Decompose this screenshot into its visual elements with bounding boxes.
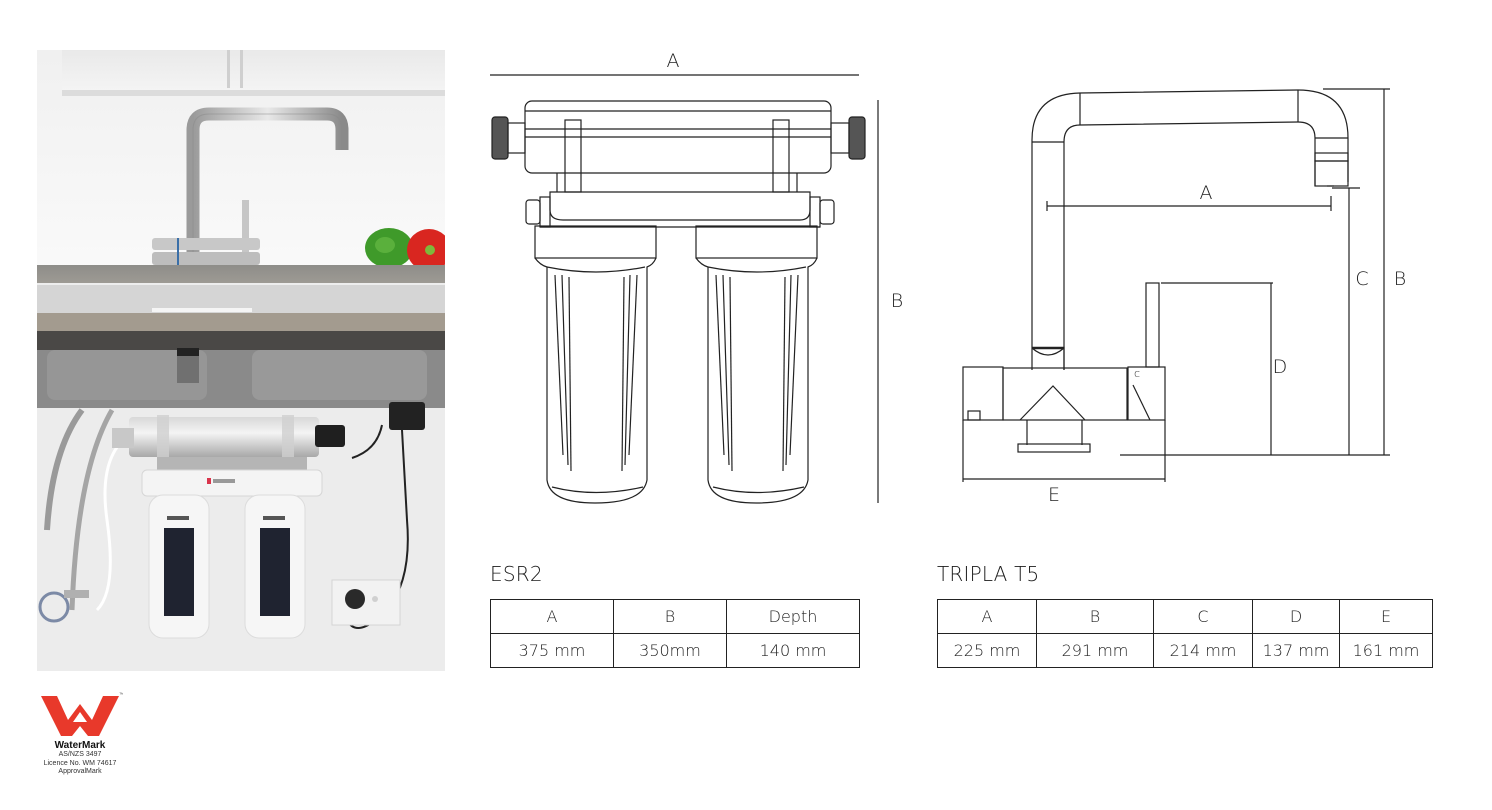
- table-header-cell: A: [490, 599, 614, 634]
- table-cell: 350mm: [613, 633, 727, 668]
- dimension-label-c: C: [1355, 268, 1368, 290]
- watermark-approval: ApprovalMark: [58, 768, 102, 775]
- table-row: 375 mm 350mm 140 mm: [490, 633, 860, 668]
- table-cell: 137 mm: [1252, 633, 1340, 668]
- product-photo: [37, 50, 445, 671]
- dimension-label-a: A: [1200, 182, 1213, 204]
- dimension-label-d: D: [1273, 356, 1288, 378]
- tripla-t5-spec-table: A B C D E 225 mm 291 mm 214 mm 137 mm 16…: [937, 599, 1433, 668]
- esr2-spec-table: A B Depth 375 mm 350mm 140 mm: [490, 599, 860, 668]
- esr2-title: ESR2: [490, 562, 543, 586]
- table-cell: 225 mm: [937, 633, 1037, 668]
- watermark-licence: Licence No. WM 74617: [43, 759, 117, 767]
- table-cell: 161 mm: [1339, 633, 1433, 668]
- tripla-t5-title: TRIPLA T5: [937, 562, 1040, 586]
- dimension-label-e: E: [1048, 484, 1060, 506]
- table-header-cell: Depth: [726, 599, 860, 634]
- esr2-dimension-drawing: A B: [485, 45, 915, 515]
- watermark-standard: AS/NZS 3497: [58, 751, 102, 758]
- dimension-label-a: A: [667, 50, 680, 72]
- table-cell: 140 mm: [726, 633, 860, 668]
- table-header-cell: B: [1036, 599, 1154, 634]
- table-header-cell: E: [1339, 599, 1433, 634]
- table-header-cell: D: [1252, 599, 1340, 634]
- svg-text:™: ™: [119, 692, 123, 698]
- watermark-name: WaterMark: [54, 740, 106, 751]
- table-header-cell: C: [1153, 599, 1253, 634]
- tripla-t5-dimension-drawing: A B C D c E: [950, 80, 1410, 510]
- table-cell: 214 mm: [1153, 633, 1253, 668]
- table-header-row: A B C D E: [937, 599, 1433, 634]
- watermark-logo-icon: ™: [41, 692, 123, 736]
- lever-mark: c: [1134, 367, 1140, 380]
- table-row: 225 mm 291 mm 214 mm 137 mm 161 mm: [937, 633, 1433, 668]
- watermark-certification: ™ WaterMark AS/NZS 3497 Licence No. WM 7…: [30, 690, 130, 777]
- table-cell: 375 mm: [490, 633, 614, 668]
- table-cell: 291 mm: [1036, 633, 1154, 668]
- dimension-label-b: B: [1394, 268, 1406, 290]
- table-header-cell: A: [937, 599, 1037, 634]
- kitchen-photo-illustration: [37, 50, 445, 671]
- table-header-row: A B Depth: [490, 599, 860, 634]
- table-header-cell: B: [613, 599, 727, 634]
- dimension-label-b: B: [891, 290, 903, 312]
